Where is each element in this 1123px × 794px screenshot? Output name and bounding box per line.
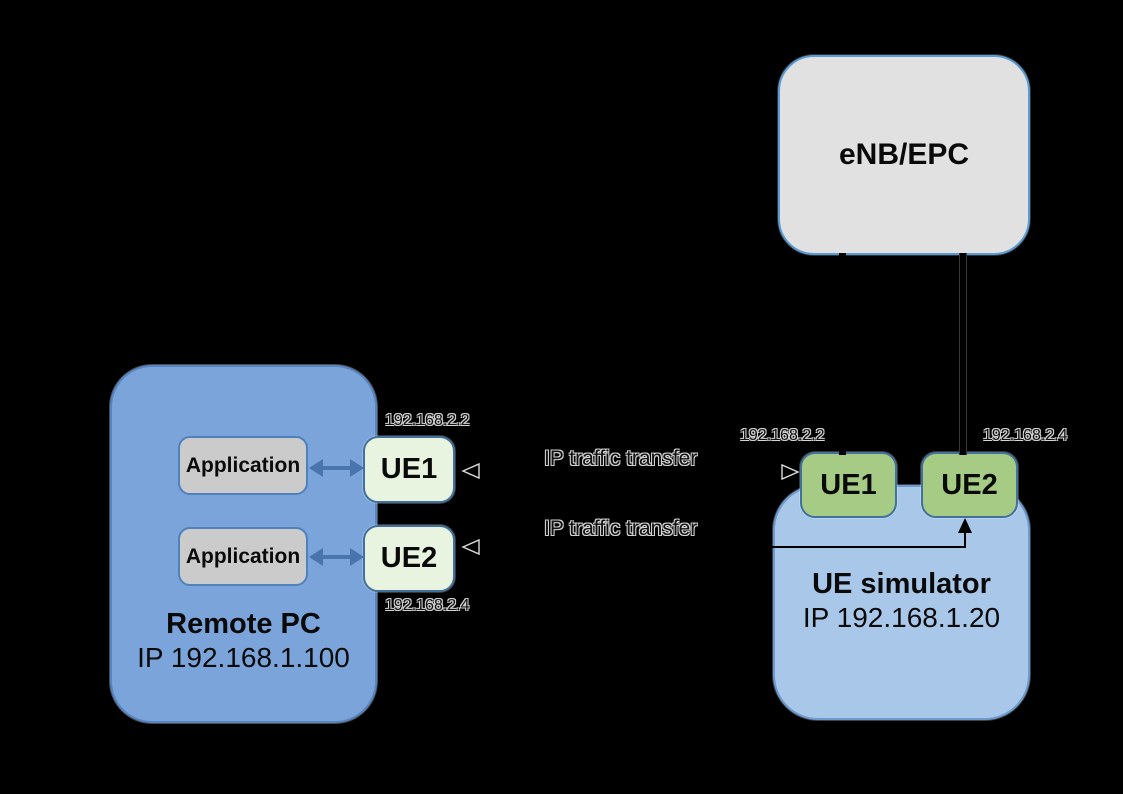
sim-ue2-label: UE2 — [941, 468, 998, 501]
open-right-arrowhead-icon-sim-ue1 — [781, 463, 800, 481]
sim-ue1-box: UE1 — [800, 452, 897, 518]
traffic-line-2-riser — [964, 531, 966, 548]
application-label-1: Application — [185, 453, 301, 477]
application-box-1: Application — [178, 436, 308, 495]
sim-ue1-label: UE1 — [820, 468, 877, 501]
open-left-arrowhead-icon-ue2 — [461, 538, 480, 556]
remote-ue2-box: UE2 — [363, 525, 455, 592]
bidirectional-arrow-icon-1 — [309, 459, 364, 477]
remote-pc-title: Remote PC — [166, 608, 321, 640]
remote-ue1-ip-label: 192.168.2.2 — [385, 412, 470, 429]
remote-ue2-label: UE2 — [380, 542, 438, 574]
sim-ue2-ip-label: 192.168.2.4 — [983, 427, 1068, 444]
remote-ue2-ip-label: 192.168.2.4 — [385, 597, 470, 614]
ue-simulator-box: UE simulator IP 192.168.1.20 — [773, 485, 1030, 720]
ue-simulator-ip: IP 192.168.1.20 — [802, 602, 1001, 633]
remote-ue1-label: UE1 — [380, 453, 438, 485]
sim-ue2-box: UE2 — [921, 452, 1018, 518]
remote-pc-ip: IP 192.168.1.100 — [137, 642, 350, 673]
arrowhead-right — [350, 548, 364, 566]
arrow-shaft — [320, 466, 353, 470]
filled-up-arrowhead-icon — [958, 518, 972, 533]
ue-simulator-caption: UE simulator IP 192.168.1.20 — [775, 567, 1028, 634]
traffic-line-1 — [478, 469, 783, 471]
traffic-transfer-label-1: IP traffic transfer — [544, 447, 698, 470]
remote-pc-box: Remote PC IP 192.168.1.100 — [110, 365, 377, 723]
traffic-transfer-label-2: IP traffic transfer — [544, 517, 698, 540]
enb-to-sim-ue2-line — [959, 253, 967, 455]
ue-simulator-title: UE simulator — [812, 568, 991, 600]
open-left-arrowhead-icon-ue1 — [461, 462, 480, 480]
sim-ue1-ip-label: 192.168.2.2 — [740, 427, 825, 444]
arrow-shaft — [320, 555, 353, 559]
arrowhead-left — [309, 548, 323, 566]
arrowhead-left — [309, 459, 323, 477]
bidirectional-arrow-icon-2 — [309, 548, 364, 566]
application-box-2: Application — [178, 527, 308, 586]
arrowhead-right — [350, 459, 364, 477]
application-label-2: Application — [185, 544, 301, 568]
traffic-line-2 — [480, 546, 966, 548]
enb-epc-box: eNB/EPC — [778, 55, 1030, 255]
enb-to-sim-ue1-line — [839, 253, 846, 455]
enb-epc-title: eNB/EPC — [838, 138, 970, 171]
remote-pc-caption: Remote PC IP 192.168.1.100 — [112, 607, 375, 674]
remote-ue1-box: UE1 — [363, 436, 455, 503]
